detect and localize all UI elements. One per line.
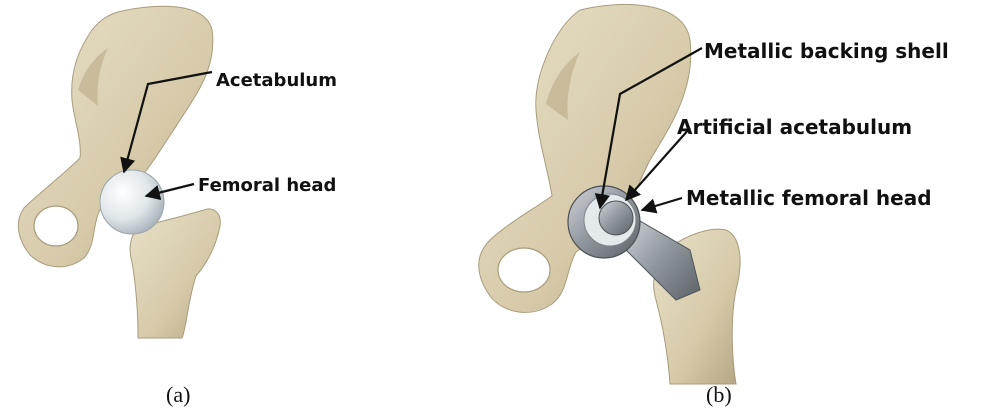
femoral-head-natural [100,170,164,234]
caption-b: (b) [706,382,732,407]
label-metallic-femoral-head: Metallic femoral head [686,186,932,210]
panel-natural-hip: Acetabulum Femoral head (a) [18,6,337,407]
label-artificial-acetabulum: Artificial acetabulum [677,115,912,139]
obturator-foramen-implant [498,248,550,292]
label-metallic-backing-shell: Metallic backing shell [704,39,949,63]
label-acetabulum: Acetabulum [216,70,337,91]
arrow-metallic-femoral-head [642,198,682,210]
panel-implant-hip: Metallic backing shell Artificial acetab… [479,4,949,407]
metallic-femoral-head [599,201,633,235]
obturator-foramen [34,206,78,246]
caption-a: (a) [166,382,190,407]
label-femoral-head: Femoral head [198,175,336,196]
